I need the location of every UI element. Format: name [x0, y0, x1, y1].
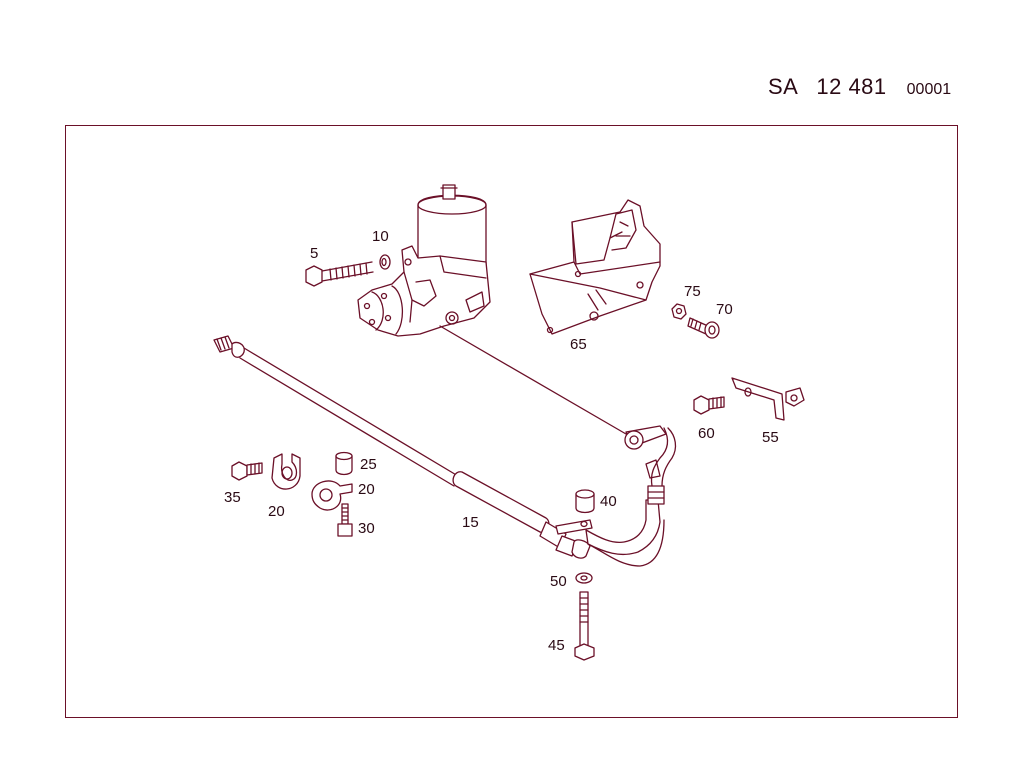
part-20-clamp-left [271, 453, 301, 490]
part-50-washer [575, 572, 593, 584]
hose-clip [555, 519, 593, 535]
part-15-pressure-hose [213, 335, 677, 567]
power-steering-pump [357, 184, 491, 337]
part-5-bolt [305, 261, 374, 287]
diagram-frame [65, 125, 958, 718]
callout-5: 5 [310, 245, 318, 262]
part-45-bolt [574, 591, 595, 661]
callout-30: 30 [358, 520, 375, 537]
callout-10: 10 [372, 228, 389, 245]
callout-75: 75 [684, 283, 701, 300]
callout-20-right: 20 [358, 481, 375, 498]
part-65-bracket [529, 199, 661, 335]
callout-45: 45 [548, 637, 565, 654]
part-55-holder [731, 377, 805, 421]
callout-50: 50 [550, 573, 567, 590]
leader-line [439, 325, 627, 435]
callout-20-left: 20 [268, 503, 285, 520]
part-60-bolt [693, 395, 725, 415]
part-20-clamp-right [311, 480, 353, 511]
part-25-sleeve [335, 451, 353, 476]
part-40-spacer [575, 489, 595, 514]
callout-60: 60 [698, 425, 715, 442]
callout-40: 40 [600, 493, 617, 510]
callout-65: 65 [570, 336, 587, 353]
callout-15: 15 [462, 514, 479, 531]
callout-55: 55 [762, 429, 779, 446]
part-75-nut [671, 303, 687, 320]
drawing-prefix: SA [768, 74, 799, 99]
drawing-number: SA 12 481 00001 [768, 74, 951, 100]
part-35-bolt [231, 461, 263, 481]
part-70-bolt [687, 317, 720, 339]
part-10-washer [379, 254, 391, 270]
callout-25: 25 [360, 456, 377, 473]
callout-35: 35 [224, 489, 241, 506]
sheet-number: 00001 [906, 81, 952, 98]
callout-70: 70 [716, 301, 733, 318]
part-30-screw [337, 503, 353, 537]
drawing-id: 12 481 [816, 74, 887, 99]
